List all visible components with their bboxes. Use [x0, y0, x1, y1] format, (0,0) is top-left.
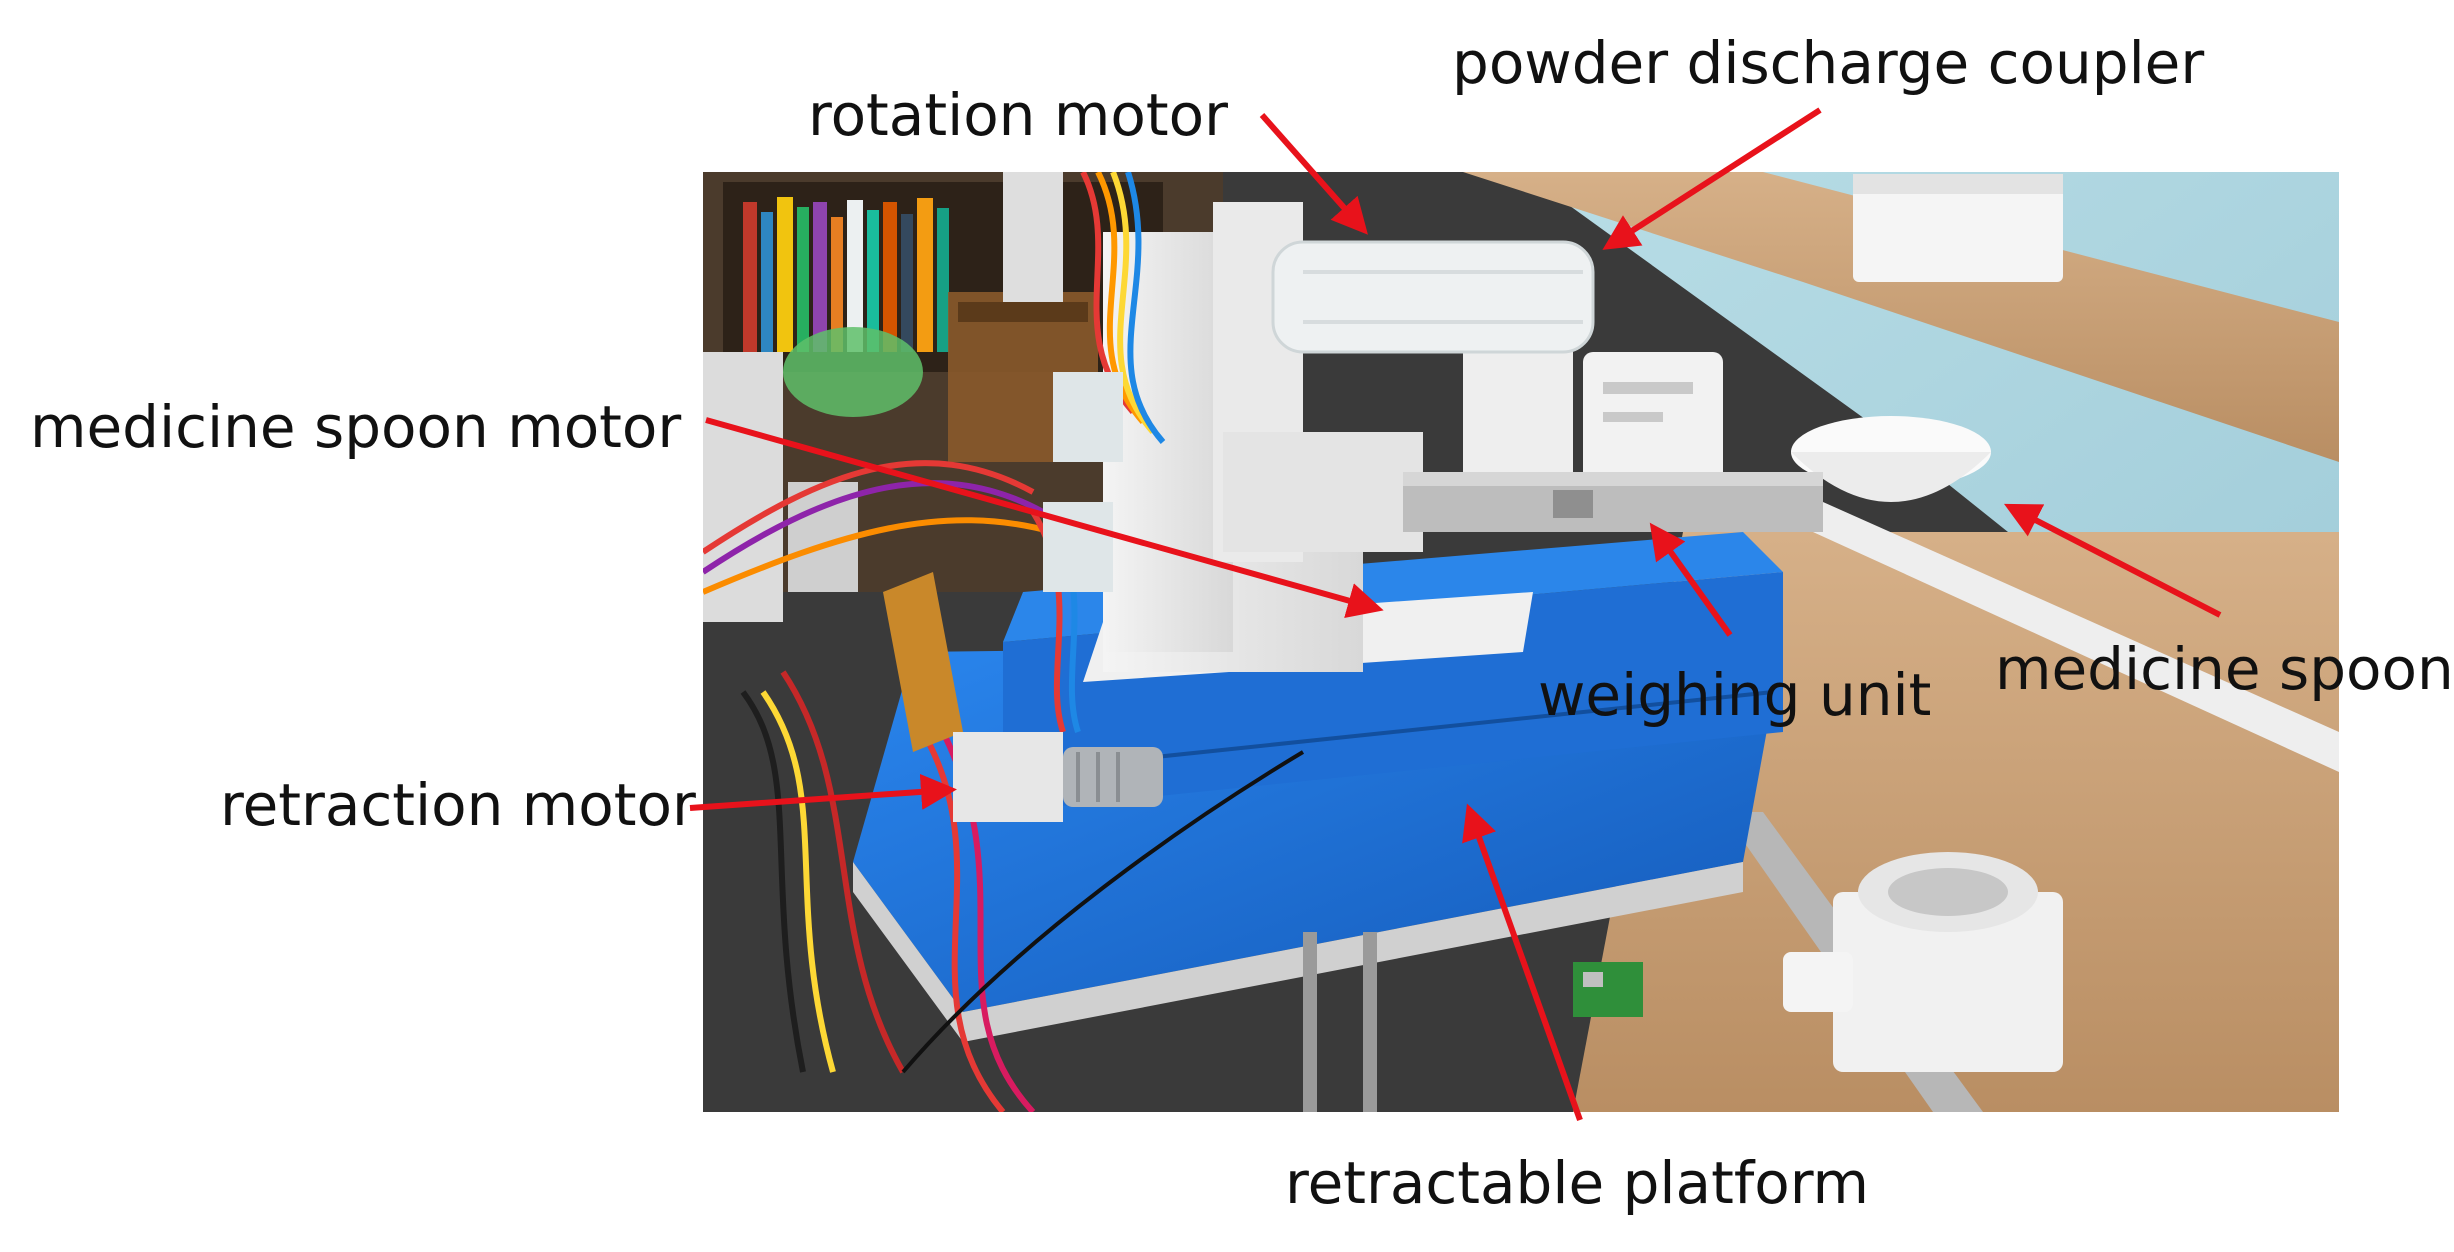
arrow-medicine-spoon — [2003, 503, 2222, 618]
arrow-retractable-platform — [1462, 803, 1583, 1122]
label-powder-discharge-coupler: powder discharge coupler — [1452, 29, 2205, 97]
label-medicine-spoon: medicine spoon — [1995, 635, 2454, 703]
label-medicine-spoon-motor: medicine spoon motor — [30, 393, 682, 461]
arrow-medicine-spoon-motor — [705, 417, 1384, 619]
label-retractable-platform: retractable platform — [1285, 1149, 1870, 1217]
arrow-powder-discharge-coupler — [1602, 107, 1822, 250]
device-photo — [703, 172, 2339, 1112]
label-rotation-motor: rotation motor — [808, 81, 1228, 149]
label-retraction-motor: retraction motor — [220, 771, 696, 839]
arrow-weighing-unit — [1649, 522, 1733, 637]
books-group — [743, 197, 949, 352]
device-photo-drawing — [703, 172, 2339, 1112]
arrow-retraction-motor — [689, 773, 957, 811]
label-weighing-unit: weighing unit — [1538, 661, 1932, 729]
arrow-rotation-motor — [1259, 113, 1368, 235]
